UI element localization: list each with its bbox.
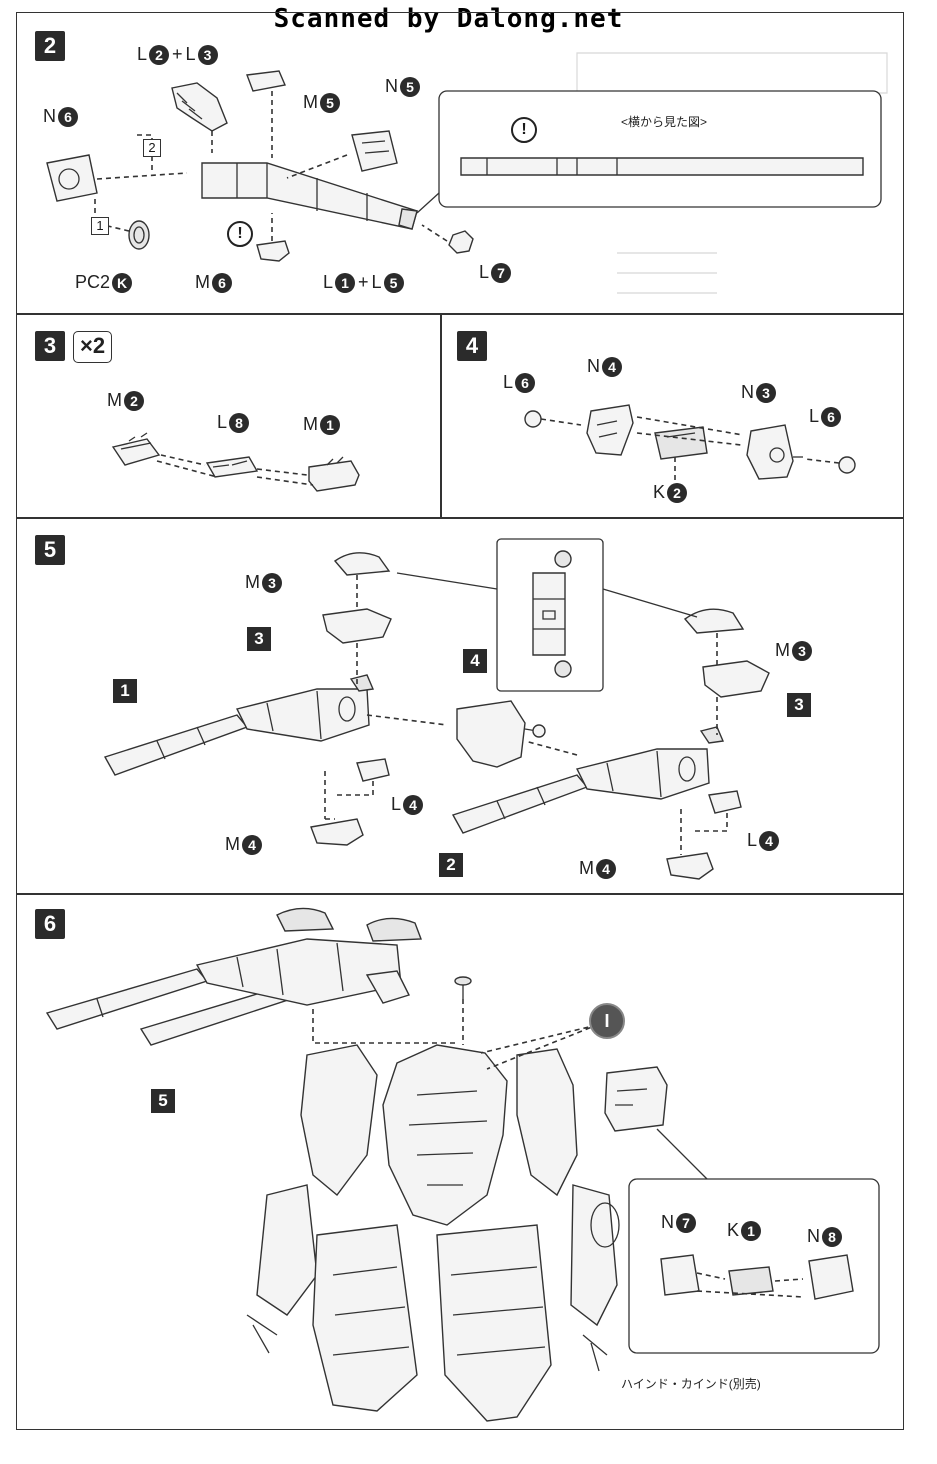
sequence-1: 1 — [91, 217, 109, 235]
side-view-caption: <横から見た図> — [621, 115, 708, 129]
step-number: 6 — [35, 909, 65, 939]
part-i-icon: I — [589, 1003, 625, 1039]
sequence-2: 2 — [143, 139, 161, 157]
step-number: 5 — [35, 535, 65, 565]
step-3-drawing — [111, 432, 360, 492]
step-number: 3 — [35, 331, 65, 361]
sold-separately-note: ハインド・カインド(別売) — [621, 1377, 761, 1391]
warning-icon: ! — [227, 221, 253, 247]
step-2-drawing — [46, 52, 888, 294]
ref-step-3: 3 — [247, 627, 271, 651]
step-number: 4 — [457, 331, 487, 361]
step-4-drawing — [524, 404, 856, 481]
step-6-drawing — [45, 907, 880, 1422]
step-number: 2 — [35, 31, 65, 61]
scan-title: Scanned by Dalong.net — [273, 4, 624, 34]
warning-icon: ! — [511, 117, 537, 143]
ref-step-4: 4 — [463, 649, 487, 673]
ref-step-5: 5 — [151, 1089, 175, 1113]
ref-step-2: 2 — [439, 853, 463, 877]
ref-step-1: 1 — [113, 679, 137, 703]
quantity-multiplier: ×2 — [73, 331, 113, 363]
step-5-drawing — [103, 538, 770, 880]
ref-step-3: 3 — [787, 693, 811, 717]
